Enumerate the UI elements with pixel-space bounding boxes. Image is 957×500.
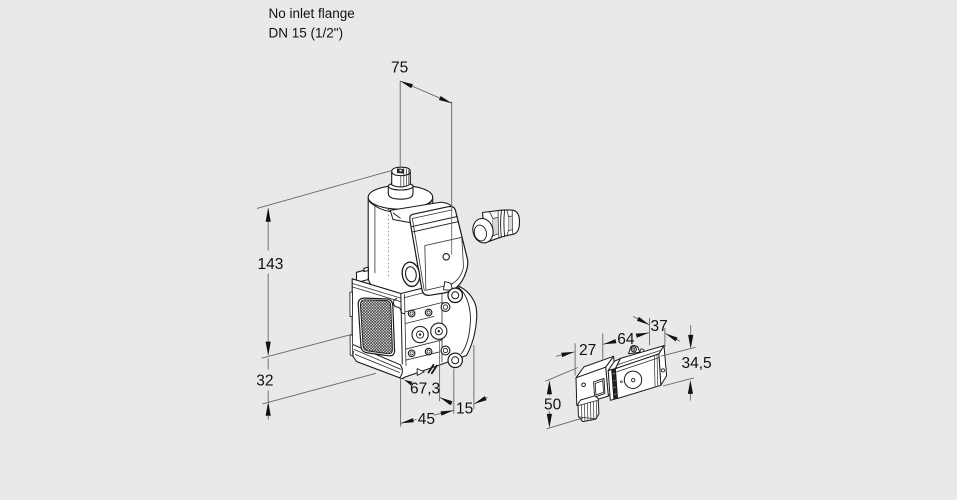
svg-text:143: 143	[258, 256, 284, 273]
svg-text:64: 64	[617, 331, 635, 348]
svg-text:DN 15 (1/2"): DN 15 (1/2")	[269, 25, 344, 40]
svg-text:75: 75	[391, 60, 408, 77]
svg-text:32: 32	[256, 373, 273, 390]
svg-text:50: 50	[544, 397, 562, 414]
svg-text:No inlet flange: No inlet flange	[269, 6, 355, 21]
svg-text:67,3: 67,3	[410, 381, 440, 398]
svg-text:37: 37	[651, 318, 668, 335]
svg-text:45: 45	[418, 411, 435, 428]
svg-text:27: 27	[579, 342, 596, 359]
svg-text:15: 15	[456, 400, 473, 417]
svg-text:34,5: 34,5	[682, 355, 712, 372]
